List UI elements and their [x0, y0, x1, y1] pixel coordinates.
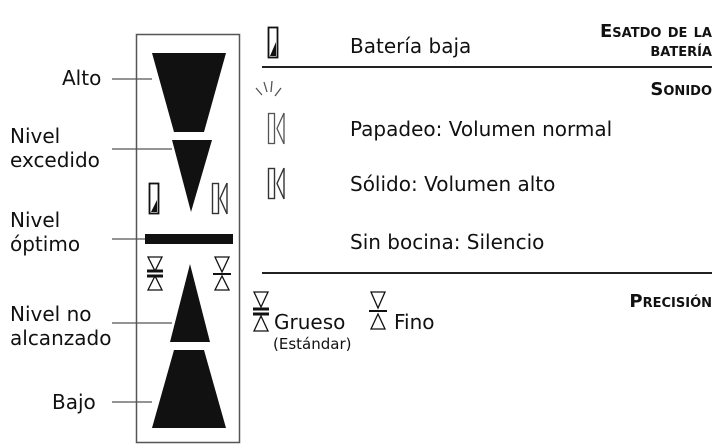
sound-item-blink: Papadeo: Volumen normal [350, 117, 613, 141]
segment-optimo [145, 234, 233, 244]
battery-low-label: Batería baja [350, 34, 472, 58]
display-speaker-icon [211, 182, 228, 215]
label-nivel-optimo-line1: Nivel [10, 208, 61, 232]
display-battery-icon [148, 182, 160, 215]
segment-excedido [172, 140, 212, 212]
battery-heading-line2: batería [650, 40, 712, 61]
label-nivel-optimo: Nivel óptimo [10, 208, 80, 256]
label-nivel-no-alcanzado-line2: alcanzado [10, 326, 112, 350]
sound-heading: Sonido [650, 79, 712, 100]
precision-coarse-icon [252, 291, 270, 332]
divider-sound-precision [262, 272, 712, 274]
precision-coarse-sublabel: (Estándar) [273, 335, 352, 353]
precision-coarse-label: Grueso [274, 310, 346, 334]
divider-battery-sound [262, 66, 712, 68]
label-nivel-optimo-line2: óptimo [10, 232, 81, 256]
label-alto: Alto [62, 66, 102, 90]
label-nivel-no-alcanzado-line1: Nivel no [10, 302, 92, 326]
label-nivel-excedido: Nivel excedido [10, 124, 100, 172]
segment-bajo [152, 350, 226, 428]
battery-heading: Esatdo de la batería [600, 22, 712, 60]
battery-heading-line1: Esatdo de la [600, 21, 712, 42]
sound-item-solid: Sólido: Volumen alto [350, 172, 556, 196]
display-precision-coarse-icon [146, 256, 164, 291]
speaker-solid-icon [267, 167, 285, 200]
sound-item-silent: Sin bocina: Silencio [350, 230, 545, 254]
precision-fine-label: Fino [394, 310, 435, 334]
label-nivel-excedido-line1: Nivel [10, 124, 61, 148]
segment-alto [152, 53, 226, 132]
precision-fine-icon [369, 291, 387, 330]
battery-low-icon [267, 26, 279, 59]
label-nivel-excedido-line2: excedido [10, 148, 100, 172]
speaker-blink-icon [255, 80, 285, 145]
segment-no-alcanzado [170, 264, 210, 342]
label-nivel-no-alcanzado: Nivel no alcanzado [10, 302, 111, 350]
precision-heading: Precisión [629, 291, 712, 312]
label-bajo: Bajo [52, 390, 96, 414]
display-precision-fine-icon [213, 256, 231, 291]
